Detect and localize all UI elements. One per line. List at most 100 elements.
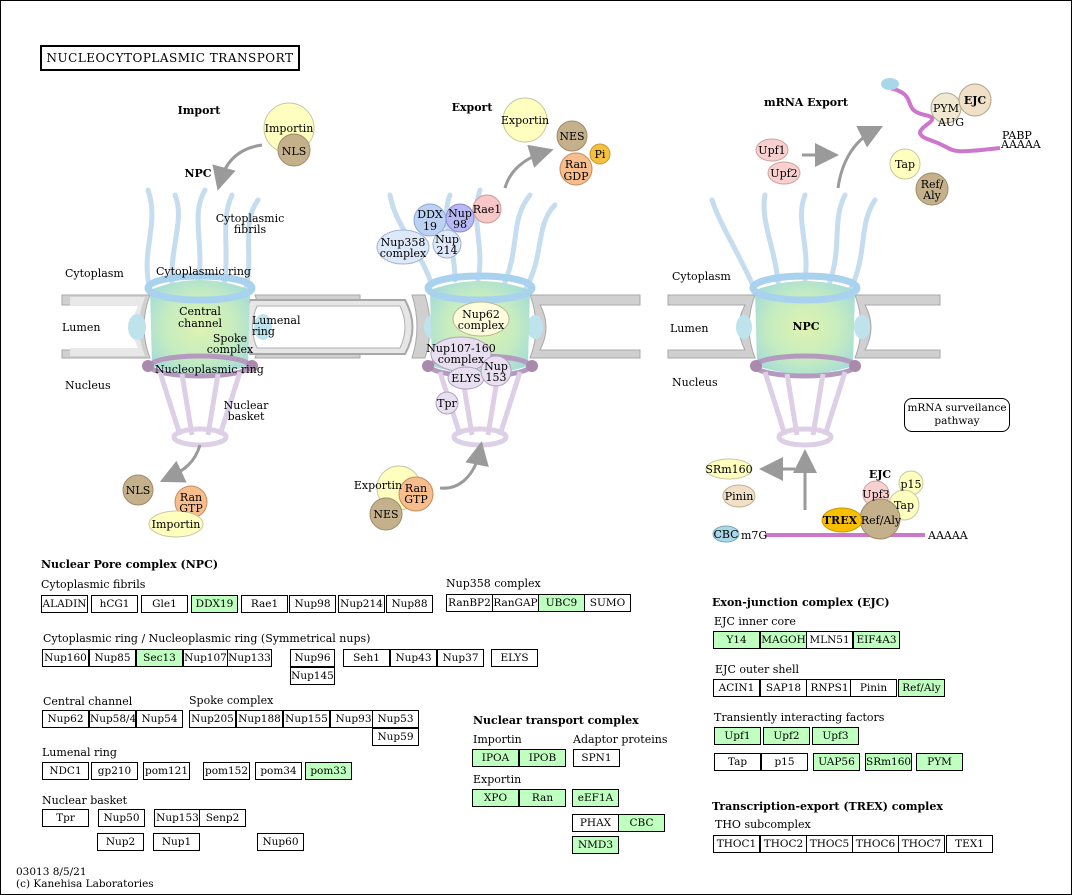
- svg-text:complex: complex: [207, 343, 254, 356]
- gene-box-gle1[interactable]: Gle1: [141, 595, 188, 613]
- pinin-node: [722, 484, 756, 508]
- gene-box-srm160[interactable]: SRm160: [865, 753, 912, 771]
- gene-box-uap56[interactable]: UAP56: [813, 753, 860, 771]
- mrna-surveillance-link[interactable]: mRNA surveilance pathway: [904, 398, 1010, 432]
- gene-box-nup214[interactable]: Nup214: [338, 595, 385, 613]
- gene-box-xpo[interactable]: XPO: [472, 789, 519, 807]
- gene-box-tap[interactable]: Tap: [714, 753, 761, 771]
- srm160-node: [705, 458, 753, 480]
- gene-box-nup43[interactable]: Nup43: [390, 649, 437, 667]
- gene-box-seh1[interactable]: Seh1: [343, 649, 390, 667]
- gene-box-thoc2[interactable]: THOC2: [760, 835, 807, 853]
- svg-text:Nup62: Nup62: [462, 308, 500, 321]
- gene-box-nup1[interactable]: Nup1: [153, 833, 200, 851]
- gene-box-nup54[interactable]: Nup54: [136, 710, 183, 728]
- gene-box-ipob[interactable]: IPOB: [519, 749, 566, 767]
- nup98-node: [445, 203, 475, 233]
- gene-box-tex1[interactable]: TEX1: [946, 835, 993, 853]
- gene-box-ran[interactable]: Ran: [519, 789, 566, 807]
- gene-box-mln51[interactable]: MLN51: [806, 631, 853, 649]
- gene-box-ranbp2[interactable]: RanBP2: [446, 594, 493, 612]
- gene-box-nup93[interactable]: Nup93: [330, 710, 377, 728]
- exportin-node: [502, 97, 548, 143]
- lumenal-ring-label: Lumenal: [252, 314, 301, 327]
- gene-box-cbc[interactable]: CBC: [618, 814, 665, 832]
- gene-box-nup98[interactable]: Nup98: [289, 595, 336, 613]
- gene-box-upf3[interactable]: Upf3: [812, 727, 859, 745]
- gene-box-gp210[interactable]: gp210: [91, 762, 138, 780]
- gene-box-nup188[interactable]: Nup188: [236, 710, 283, 728]
- gene-box-nup133[interactable]: Nup133: [227, 649, 272, 667]
- gene-box-nup96[interactable]: Nup96: [290, 649, 335, 667]
- gene-box-upf2[interactable]: Upf2: [763, 727, 810, 745]
- svg-text:153: 153: [486, 371, 507, 384]
- diagram-labels: Import NPC Importin NLS Cytoplasmic fibr…: [62, 94, 1042, 542]
- gene-box-nmd3[interactable]: NMD3: [572, 836, 619, 854]
- gene-box-pom33[interactable]: pom33: [305, 762, 352, 780]
- gene-box-spn1[interactable]: SPN1: [573, 749, 620, 767]
- gene-box-nup153[interactable]: Nup153: [154, 809, 201, 827]
- gene-box-tpr[interactable]: Tpr: [42, 809, 89, 827]
- gene-box-ipoa[interactable]: IPOA: [472, 749, 519, 767]
- rangdp-node: [559, 152, 593, 186]
- gene-box-nup88[interactable]: Nup88: [386, 595, 433, 613]
- gene-box-rae1[interactable]: Rae1: [241, 595, 288, 613]
- gene-box-thoc5[interactable]: THOC5: [806, 835, 853, 853]
- gene-box-rangap[interactable]: RanGAP: [492, 594, 539, 612]
- gene-box-magoh[interactable]: MAGOH: [760, 631, 807, 649]
- gene-box-rnps1[interactable]: RNPS1: [806, 679, 853, 697]
- gene-box-sec13[interactable]: Sec13: [136, 649, 183, 667]
- map-title: NUCLEOCYTOPLASMIC TRANSPORT: [40, 45, 300, 71]
- pi-node: [589, 143, 611, 165]
- gene-box-refaly[interactable]: Ref/Aly: [898, 679, 945, 697]
- gene-box-nup107[interactable]: Nup107: [183, 649, 228, 667]
- gene-box-hcg1[interactable]: hCG1: [91, 595, 138, 613]
- gene-box-acin1[interactable]: ACIN1: [713, 679, 760, 697]
- gene-box-nup37[interactable]: Nup37: [437, 649, 484, 667]
- gene-box-pom121[interactable]: pom121: [143, 762, 190, 780]
- cytoplasmic-ring-label: Cytoplasmic ring: [156, 265, 251, 278]
- gene-box-sumo[interactable]: SUMO: [584, 594, 631, 612]
- gene-box-nup160[interactable]: Nup160: [42, 649, 89, 667]
- gene-box-nup85[interactable]: Nup85: [89, 649, 136, 667]
- gene-box-aladin[interactable]: ALADIN: [41, 595, 88, 613]
- gene-box-thoc1[interactable]: THOC1: [713, 835, 760, 853]
- gene-box-thoc7[interactable]: THOC7: [898, 835, 945, 853]
- gene-box-y14[interactable]: Y14: [713, 631, 760, 649]
- gene-box-pinin[interactable]: Pinin: [850, 679, 897, 697]
- gene-box-ubc9[interactable]: UBC9: [538, 594, 585, 612]
- gene-box-nup145[interactable]: Nup145: [290, 667, 335, 685]
- gene-box-nup58[interactable]: Nup58/45: [89, 710, 136, 728]
- svg-text:Upf2: Upf2: [770, 167, 797, 180]
- gene-box-eef1a[interactable]: eEF1A: [572, 789, 619, 807]
- gene-box-nup53[interactable]: Nup53: [372, 710, 419, 728]
- gene-box-eif4a3[interactable]: EIF4A3: [853, 631, 900, 649]
- gene-box-elys[interactable]: ELYS: [491, 649, 538, 667]
- gene-box-nup155[interactable]: Nup155: [283, 710, 330, 728]
- gene-box-ddx19[interactable]: DDX19: [191, 595, 238, 613]
- gene-box-nup2[interactable]: Nup2: [97, 833, 144, 851]
- gene-box-nup60[interactable]: Nup60: [257, 833, 304, 851]
- gene-box-upf1[interactable]: Upf1: [714, 727, 761, 745]
- gene-box-pym[interactable]: PYM: [916, 753, 963, 771]
- gene-box-ndc1[interactable]: NDC1: [42, 762, 89, 780]
- svg-text:GTP: GTP: [179, 502, 203, 515]
- gene-box-sap18[interactable]: SAP18: [760, 679, 807, 697]
- gene-box-phax[interactable]: PHAX: [572, 814, 619, 832]
- gene-box-nup62[interactable]: Nup62: [42, 710, 89, 728]
- gene-box-nup205[interactable]: Nup205: [189, 710, 236, 728]
- gene-box-senp2[interactable]: Senp2: [199, 809, 246, 827]
- gene-box-nup50[interactable]: Nup50: [98, 809, 145, 827]
- gene-box-thoc6[interactable]: THOC6: [852, 835, 899, 853]
- ejc-outer-group: EJC outer shell: [715, 663, 800, 676]
- svg-text:Upf3: Upf3: [862, 488, 889, 501]
- svg-text:Lumen: Lumen: [670, 322, 708, 335]
- mrna-export-heading: mRNA Export: [764, 96, 849, 109]
- gene-box-pom34[interactable]: pom34: [255, 762, 302, 780]
- svg-text:CBC: CBC: [713, 528, 738, 541]
- gene-box-nup59[interactable]: Nup59: [372, 728, 419, 746]
- gene-box-p15[interactable]: p15: [761, 753, 808, 771]
- nucleoplasmic-ring-label: Nucleoplasmic ring: [155, 363, 264, 376]
- gene-box-pom152[interactable]: pom152: [203, 762, 250, 780]
- svg-text:p15: p15: [900, 478, 921, 491]
